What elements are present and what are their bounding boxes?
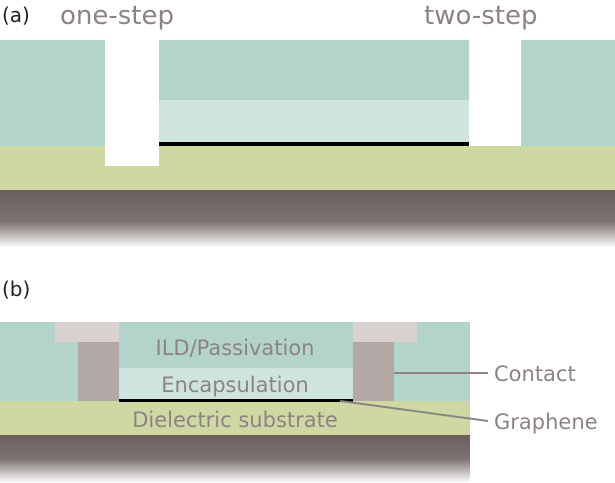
substrate-b (0, 435, 470, 483)
encapsulation-a (159, 100, 469, 144)
panel-b-label: (b) (2, 277, 30, 301)
encapsulation-label: Encapsulation (161, 373, 309, 397)
two-step-via (469, 40, 521, 146)
contact-callout-label: Contact (494, 362, 576, 386)
panel-b: (b) ILD/Passivation Encapsulation Dielec… (0, 277, 598, 483)
graphene-a (159, 142, 469, 146)
ild-a-right (521, 40, 615, 146)
contact-left-cap (55, 322, 119, 342)
two-step-heading: two-step (424, 1, 537, 31)
dielectric-label: Dielectric substrate (132, 408, 338, 432)
panel-a: (a) one-step two-step (0, 1, 615, 248)
substrate-a (0, 190, 615, 248)
graphene-b (119, 399, 353, 402)
dielectric-b (0, 401, 470, 435)
encapsulation-b (119, 368, 353, 399)
ild-label: ILD/Passivation (156, 336, 315, 360)
graphene-callout-label: Graphene (494, 410, 598, 434)
panel-a-label: (a) (2, 3, 30, 27)
ild-a-middle (159, 40, 469, 100)
ild-a-left (0, 40, 105, 146)
contact-right (353, 342, 394, 401)
graphene-callout-line (339, 400, 489, 422)
dielectric-a (0, 146, 615, 190)
contact-left (78, 342, 119, 401)
one-step-via (105, 40, 159, 166)
contact-right-cap (353, 322, 417, 342)
one-step-heading: one-step (60, 1, 174, 31)
